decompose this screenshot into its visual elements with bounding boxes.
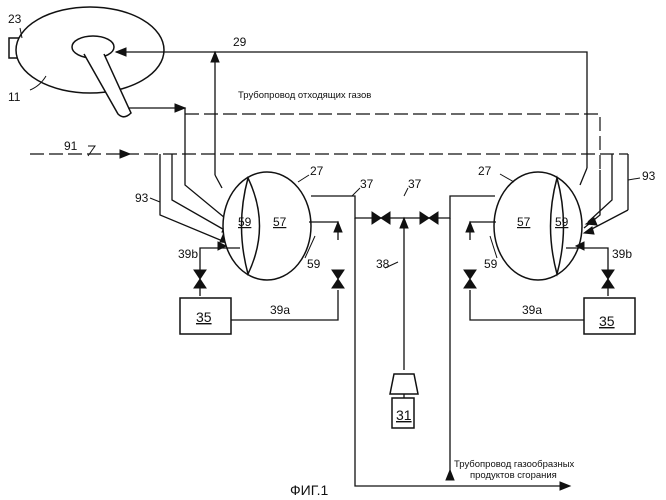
pipe-29: [116, 52, 587, 168]
label-57-left: 57: [273, 215, 287, 229]
valve-left-39a: [332, 270, 344, 288]
valve-37-right: [420, 212, 438, 224]
label-91: 91: [64, 139, 78, 153]
label-59-right-b: 59: [484, 257, 498, 271]
label-23: 23: [8, 12, 22, 26]
valve-right-39b: [602, 270, 614, 288]
label-27-right: 27: [478, 164, 492, 178]
valve-right-39a: [464, 270, 476, 288]
label-29: 29: [233, 35, 247, 49]
label-27-left: 27: [310, 164, 324, 178]
combustion-pipeline-label-1: Трубопровод газообразных: [454, 459, 575, 470]
furnace: [9, 7, 164, 117]
exhaust-pipeline-label: Трубопровод отходящих газов: [238, 90, 371, 101]
label-93-left: 93: [135, 191, 149, 205]
label-35-right: 35: [599, 313, 615, 329]
label-11: 11: [8, 90, 21, 104]
combustion-pipeline-label-2: продуктов сгорания: [470, 470, 557, 481]
valve-left-39b: [194, 270, 206, 288]
label-59-left-b: 59: [307, 257, 321, 271]
label-39b-left: 39b: [178, 247, 198, 261]
figure-caption: ФИГ.1: [290, 482, 328, 498]
regenerator-right: [494, 172, 582, 280]
label-93-right: 93: [642, 169, 656, 183]
label-39a-left: 39a: [270, 303, 290, 317]
label-57-right: 57: [517, 215, 531, 229]
label-59-left-a: 59: [238, 215, 252, 229]
label-35-left: 35: [196, 309, 212, 325]
central-header: [311, 196, 495, 218]
valve-37-left: [372, 212, 390, 224]
label-39a-right: 39a: [522, 303, 542, 317]
label-37-right: 37: [408, 177, 422, 191]
label-38: 38: [376, 257, 390, 271]
label-39b-right: 39b: [612, 247, 632, 261]
exhaust-pipeline: [185, 114, 600, 170]
label-59-right-a: 59: [555, 215, 569, 229]
label-37-left: 37: [360, 177, 374, 191]
regenerator-left: [223, 172, 311, 280]
label-31: 31: [396, 407, 412, 423]
